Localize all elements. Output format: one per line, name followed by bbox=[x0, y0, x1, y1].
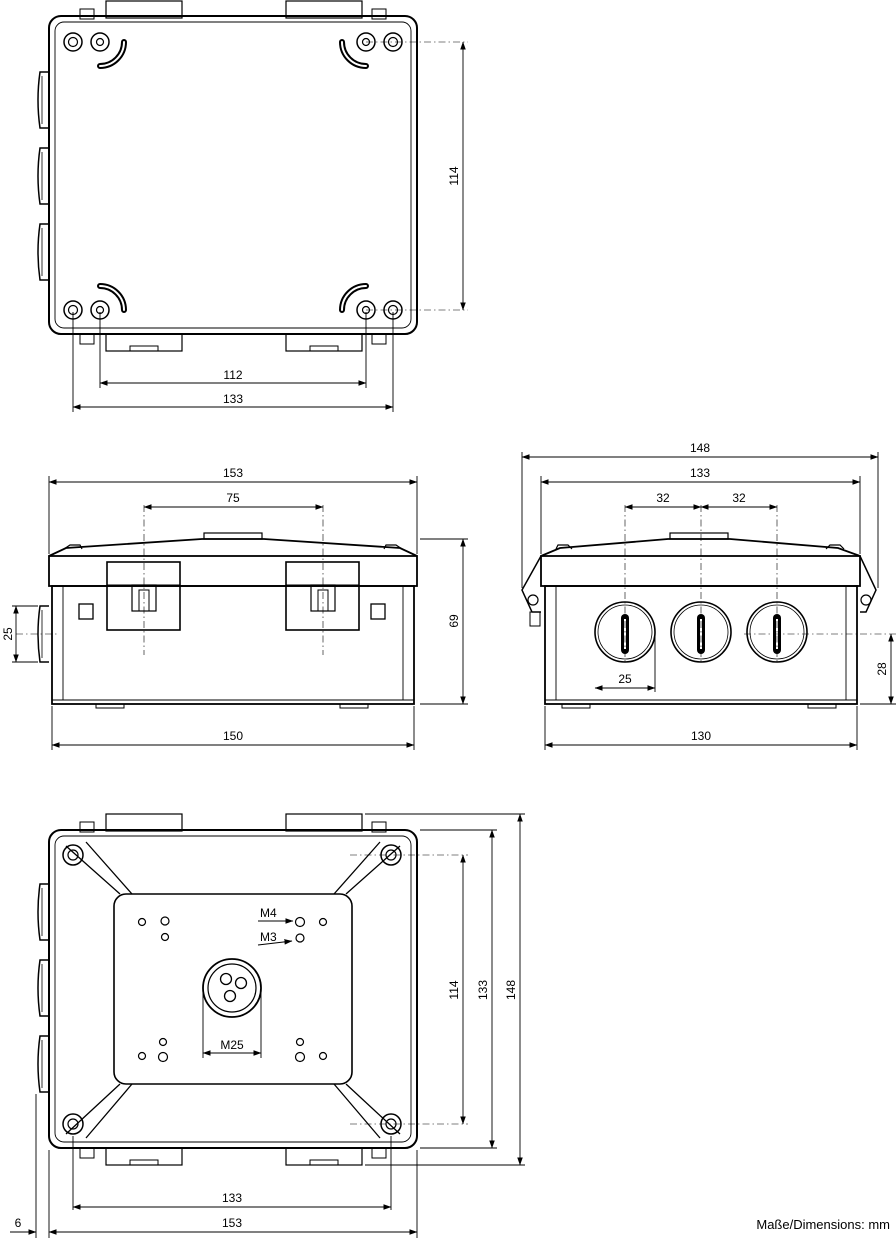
dim-153-front: 153 bbox=[223, 466, 243, 480]
dim-32-a: 32 bbox=[656, 491, 670, 505]
dim-133-bottom-v: 133 bbox=[476, 980, 490, 1000]
dim-69: 69 bbox=[447, 614, 461, 628]
dim-28: 28 bbox=[875, 662, 889, 676]
dim-25-height: 25 bbox=[1, 627, 15, 641]
units-note: Maße/Dimensions: mm bbox=[756, 1217, 890, 1232]
thread-label-m4: M4 bbox=[260, 906, 277, 920]
thread-label-m25: M25 bbox=[220, 1038, 244, 1052]
dim-133: 133 bbox=[223, 392, 243, 406]
dim-112: 112 bbox=[223, 368, 242, 382]
dim-133-side: 133 bbox=[690, 466, 710, 480]
m25-gland bbox=[202, 958, 262, 1018]
dim-114-bottom: 114 bbox=[447, 980, 461, 999]
dim-148-bottom: 148 bbox=[504, 980, 518, 1000]
side-view: 148 133 32 32 25 130 28 bbox=[521, 441, 896, 750]
thread-label-m3: M3 bbox=[260, 930, 277, 944]
top-view: 112 133 114 bbox=[37, 0, 468, 412]
dim-114: 114 bbox=[447, 166, 461, 185]
dim-133-bottom-h: 133 bbox=[222, 1191, 242, 1205]
dim-25-dia: 25 bbox=[618, 672, 632, 686]
dim-148-side: 148 bbox=[690, 441, 710, 455]
dim-150: 150 bbox=[223, 729, 243, 743]
dim-32-b: 32 bbox=[732, 491, 746, 505]
dim-75: 75 bbox=[226, 491, 240, 505]
bottom-view: M4 M3 M25 114 133 148 133 153 6 bbox=[10, 813, 525, 1238]
dim-130: 130 bbox=[691, 729, 711, 743]
dim-153-bottom: 153 bbox=[222, 1216, 242, 1230]
dim-6: 6 bbox=[15, 1216, 22, 1230]
front-view: 153 75 150 69 25 bbox=[1, 466, 468, 750]
